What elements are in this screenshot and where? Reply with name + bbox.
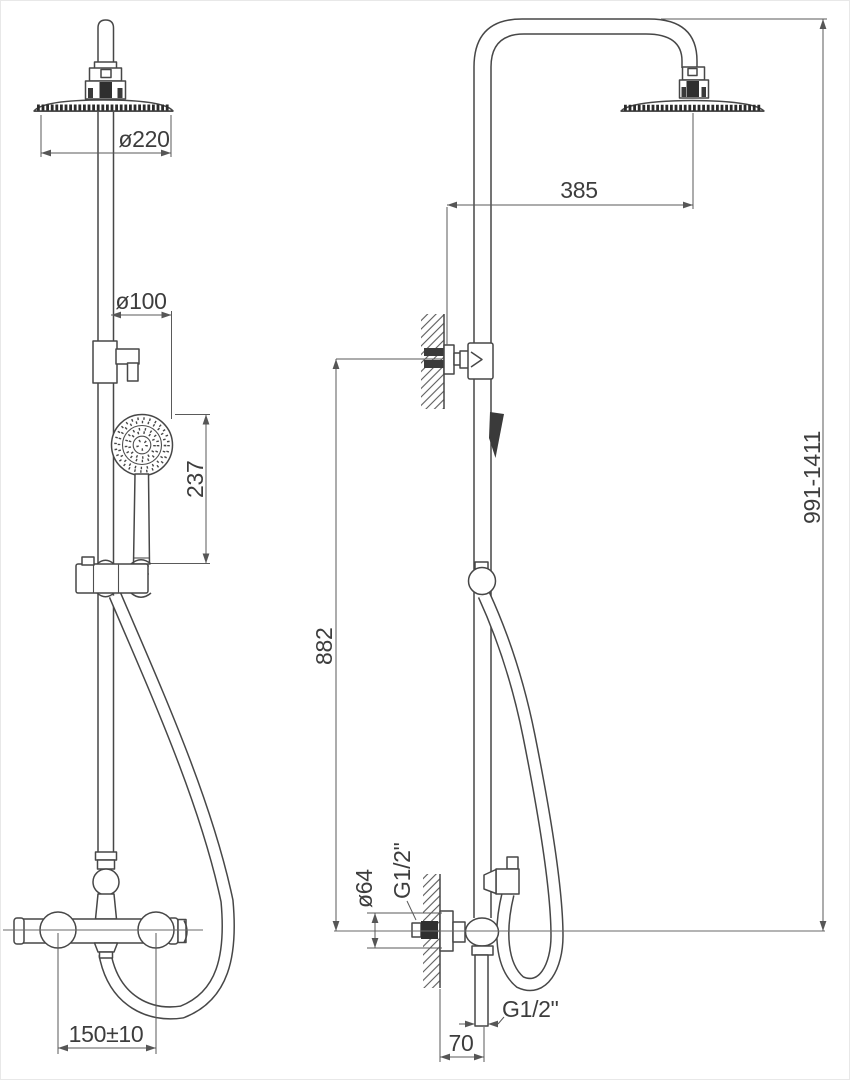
dim-arm-reach: 385 (560, 177, 597, 203)
diverter-bracket (92, 340, 140, 384)
riser-pipe (97, 110, 115, 857)
bracket-release-button (81, 556, 95, 566)
dim-hand-diameter: ø100 (115, 288, 166, 314)
shower-hose (98, 592, 235, 1020)
hand-shower (110, 413, 174, 575)
concealed-connection (421, 921, 438, 939)
outlet-pipe (474, 954, 489, 1027)
riser-base-fittings (92, 851, 120, 920)
dim-height-range: 991-1411 (799, 431, 825, 524)
dim-outlet-offset: 70 (449, 1030, 474, 1056)
hand-shower-face (110, 413, 174, 477)
dim-flange-diameter: ø64 (351, 869, 377, 908)
wall-bolt (424, 348, 444, 356)
overhead-shower-head (33, 99, 174, 113)
upper-wall-bracket (421, 314, 494, 409)
slider-bracket (75, 556, 152, 598)
mixer-body (13, 911, 188, 959)
hand-shower-handle (132, 473, 151, 565)
dim-hand-length: 237 (182, 461, 208, 498)
dim-outlet-thread: G1/2" (502, 996, 559, 1022)
mixer-side (464, 917, 500, 1027)
mixer-outlet (93, 942, 119, 953)
dim-head-diameter: ø220 (118, 126, 169, 152)
front-view (13, 19, 235, 1020)
shower-arm (473, 18, 698, 918)
slider-knob-side (467, 561, 497, 596)
dimensions: ø220 ø100 237 150±10 385 991-1411 882 ø6 (3, 18, 827, 1062)
diverter-lever-side (489, 412, 504, 458)
overhead-shower-head-side (620, 99, 765, 113)
dim-bracket-height: 882 (311, 628, 337, 665)
eccentric-connector (452, 921, 466, 943)
hose-outlet-elbow (483, 856, 520, 895)
arm-joint (678, 66, 710, 99)
diverter-lever (115, 348, 140, 365)
dim-inlet-spacing: 150±10 (69, 1021, 144, 1047)
shower-head-joint (84, 19, 127, 100)
side-view (411, 18, 765, 1027)
head-supply-pipe (97, 19, 115, 70)
wall-bolt (424, 360, 444, 368)
shower-hose-side (477, 592, 564, 992)
dim-inlet-thread: G1/2" (389, 842, 415, 899)
